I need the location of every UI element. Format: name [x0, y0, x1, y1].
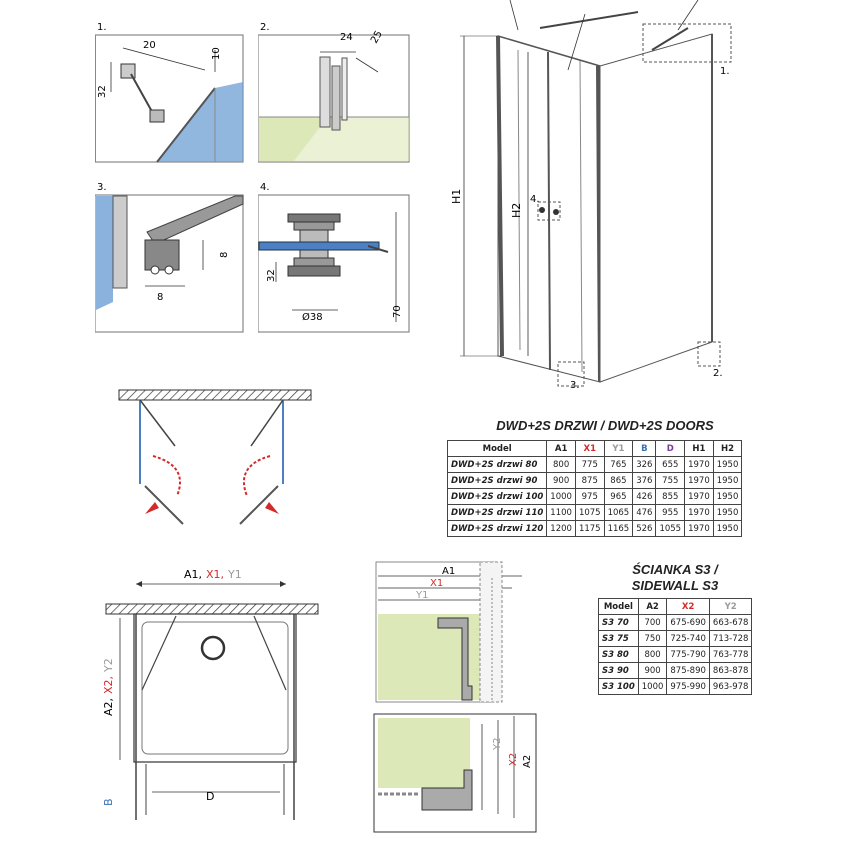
door-opening-diagram: [115, 386, 315, 536]
plan-view-drawing: A1, X1, Y1 D A2, X2, Y2 B: [102, 568, 319, 820]
main-cabin-view: H1 H2 4. 1. 2. 3.: [440, 0, 740, 392]
header-b: B: [632, 440, 657, 457]
plan-a1-label: A1,: [184, 568, 202, 581]
doors-table: Model A1 X1 Y1 B D H1 H2 DWD+2S drzwi 80…: [446, 440, 743, 537]
profile-detail-top: A1 X1 Y1: [372, 558, 536, 708]
detail-2-number: 2.: [260, 22, 270, 33]
callout-1: 1.: [720, 66, 730, 77]
detail-3-drawing: 3. 8 8: [94, 182, 244, 333]
profile-detail-bottom: Y2 X2 A2: [372, 712, 538, 838]
header-a2: A2: [637, 598, 668, 615]
profile-y1-label: Y1: [415, 590, 428, 601]
doors-table-title: DWD+2S DRZWI / DWD+2S DOORS: [496, 418, 714, 433]
profile-y2-label: Y2: [492, 738, 503, 751]
detail-4: 4. 32 Ø38 70: [257, 182, 410, 334]
header-y1: Y1: [603, 440, 634, 457]
main-cabin-drawing: H1 H2 4. 1. 2. 3.: [450, 0, 732, 391]
header-d: D: [655, 440, 686, 457]
plan-view: A1, X1, Y1 D A2, X2, Y2 B: [96, 560, 326, 835]
callout-4: 4.: [530, 194, 540, 205]
plan-d-label: D: [206, 790, 214, 803]
header-model: Model: [598, 598, 639, 615]
plan-y2-label: Y2: [102, 658, 115, 673]
profile-a1-label: A1: [442, 566, 455, 577]
detail-3-dim-a: 8: [157, 292, 163, 303]
detail-2-drawing: 2. 24 25: [257, 22, 410, 163]
detail-4-dim-c: 70: [392, 305, 403, 318]
profile-x2-label: X2: [508, 753, 519, 766]
header-model: Model: [446, 440, 548, 457]
plan-a2-label: A2,: [102, 698, 115, 716]
plan-y1-label: Y1: [227, 568, 242, 581]
detail-1-dim-b: 10: [211, 47, 222, 60]
header-x1: X1: [574, 440, 605, 457]
header-y2: Y2: [708, 598, 753, 615]
detail-1-drawing: 1. 20 10 32: [94, 22, 244, 163]
header-h2: H2: [712, 440, 743, 457]
detail-4-number: 4.: [260, 182, 270, 193]
detail-1-number: 1.: [97, 22, 107, 33]
detail-3-dim-b: 8: [219, 252, 230, 258]
header-x2: X2: [666, 598, 710, 615]
sidewall-table-header: Model A2 X2 Y2: [598, 598, 753, 615]
doors-table-header: Model A1 X1 Y1 B D H1 H2: [446, 440, 743, 457]
detail-3-number: 3.: [97, 182, 107, 193]
detail-2: 2. 24 25: [257, 22, 410, 164]
header-h1: H1: [684, 440, 714, 457]
profile-a2-label: A2: [522, 755, 533, 768]
profile-detail-top-drawing: A1 X1 Y1: [375, 561, 522, 703]
door-opening-drawing: [118, 389, 312, 525]
callout-2: 2.: [713, 368, 723, 379]
h1-label: H1: [450, 189, 463, 204]
h2-label: H2: [510, 203, 523, 218]
detail-3: 3. 8 8: [94, 182, 245, 334]
detail-1-dim-c: 32: [97, 85, 108, 98]
detail-4-drawing: 4. 32 Ø38 70: [257, 182, 410, 333]
sidewall-title-line1: ŚCIANKA S3 /: [632, 562, 718, 577]
plan-x2-label: X2,: [102, 676, 115, 694]
detail-1: 1. 20 10 32: [94, 22, 245, 164]
profile-x1-label: X1: [430, 578, 443, 589]
plan-b-label: B: [102, 798, 115, 806]
sidewall-title-line2: SIDEWALL S3: [631, 578, 719, 593]
detail-4-dim-a: 32: [266, 269, 277, 282]
detail-1-dim-a: 20: [143, 40, 156, 51]
profile-detail-bottom-drawing: Y2 X2 A2: [373, 713, 537, 833]
callout-3: 3.: [570, 380, 580, 391]
detail-2-dim-a: 24: [340, 32, 353, 43]
detail-4-dim-b: Ø38: [302, 311, 323, 323]
plan-x1-label: X1,: [206, 568, 224, 581]
header-a1: A1: [546, 440, 576, 457]
